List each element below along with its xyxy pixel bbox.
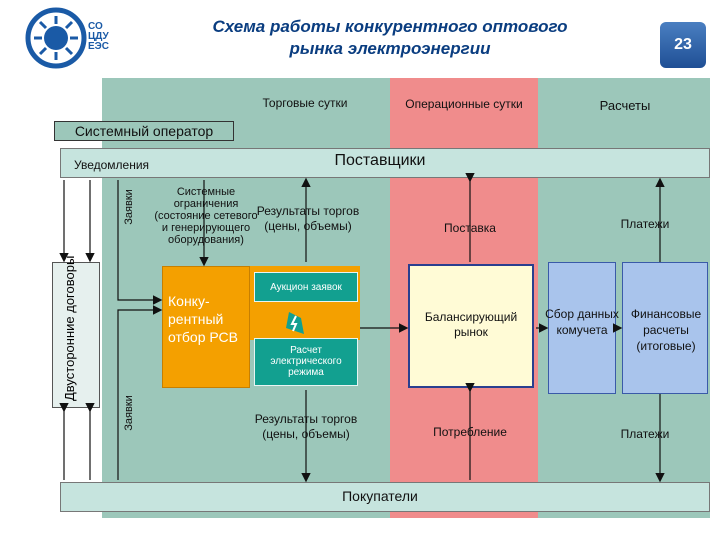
suppliers-band — [60, 148, 710, 178]
financial-box — [622, 262, 708, 394]
metering-label: Сбор данных комучета — [545, 307, 619, 337]
system-constraints-text: Системные ограничения (состояние сетевог… — [154, 186, 258, 246]
balancing-market-label: Балансирующий рынок — [424, 310, 518, 339]
buyers-label: Покупатели — [342, 488, 418, 504]
supply-label: Поставка — [444, 221, 496, 235]
payments-bottom-label: Платежи — [620, 427, 670, 441]
competitive-selection-label: Конку- рентный отбор РСВ — [168, 293, 238, 345]
col-operational-day: Операционные сутки — [405, 97, 523, 111]
competitive-selection-box — [162, 266, 250, 388]
col-trading-day: Торговые сутки — [262, 96, 348, 110]
col-settlements: Расчеты — [599, 98, 651, 113]
system-operator-box: Системный оператор — [54, 121, 234, 141]
bids-label-bottom: Заявки — [123, 395, 135, 431]
suppliers-label: Поставщики — [334, 152, 426, 169]
regime-calculation-box: Расчет электрического режима — [254, 338, 358, 386]
buyers-band — [60, 482, 710, 512]
logo-icon — [25, 7, 87, 69]
lightning-icon — [286, 312, 304, 334]
consumption-label: Потребление — [433, 425, 507, 439]
financial-label: Финансовые расчеты (итоговые) — [630, 307, 702, 353]
slide-title: Схема работы конкурентного оптового рынк… — [212, 17, 568, 58]
bilateral-contracts-box — [52, 262, 100, 408]
balancing-market-box — [408, 264, 534, 388]
logo-text: СО ЦДУ ЕЭС — [88, 21, 110, 52]
slide-number-badge: 23 — [660, 22, 706, 68]
notifications-label: Уведомления — [74, 158, 150, 172]
bids-label-top: Заявки — [123, 189, 135, 225]
trade-results-bottom: Результаты торгов (цены, объемы) — [254, 412, 358, 441]
header — [0, 0, 720, 78]
metering-box — [548, 262, 616, 394]
bilateral-contracts-label: Двусторонние договоры — [62, 255, 77, 401]
payments-top-label: Платежи — [620, 217, 670, 231]
bid-auction-box: Аукцион заявок — [254, 272, 358, 302]
trade-results-top: Результаты торгов (цены, объемы) — [256, 204, 360, 233]
